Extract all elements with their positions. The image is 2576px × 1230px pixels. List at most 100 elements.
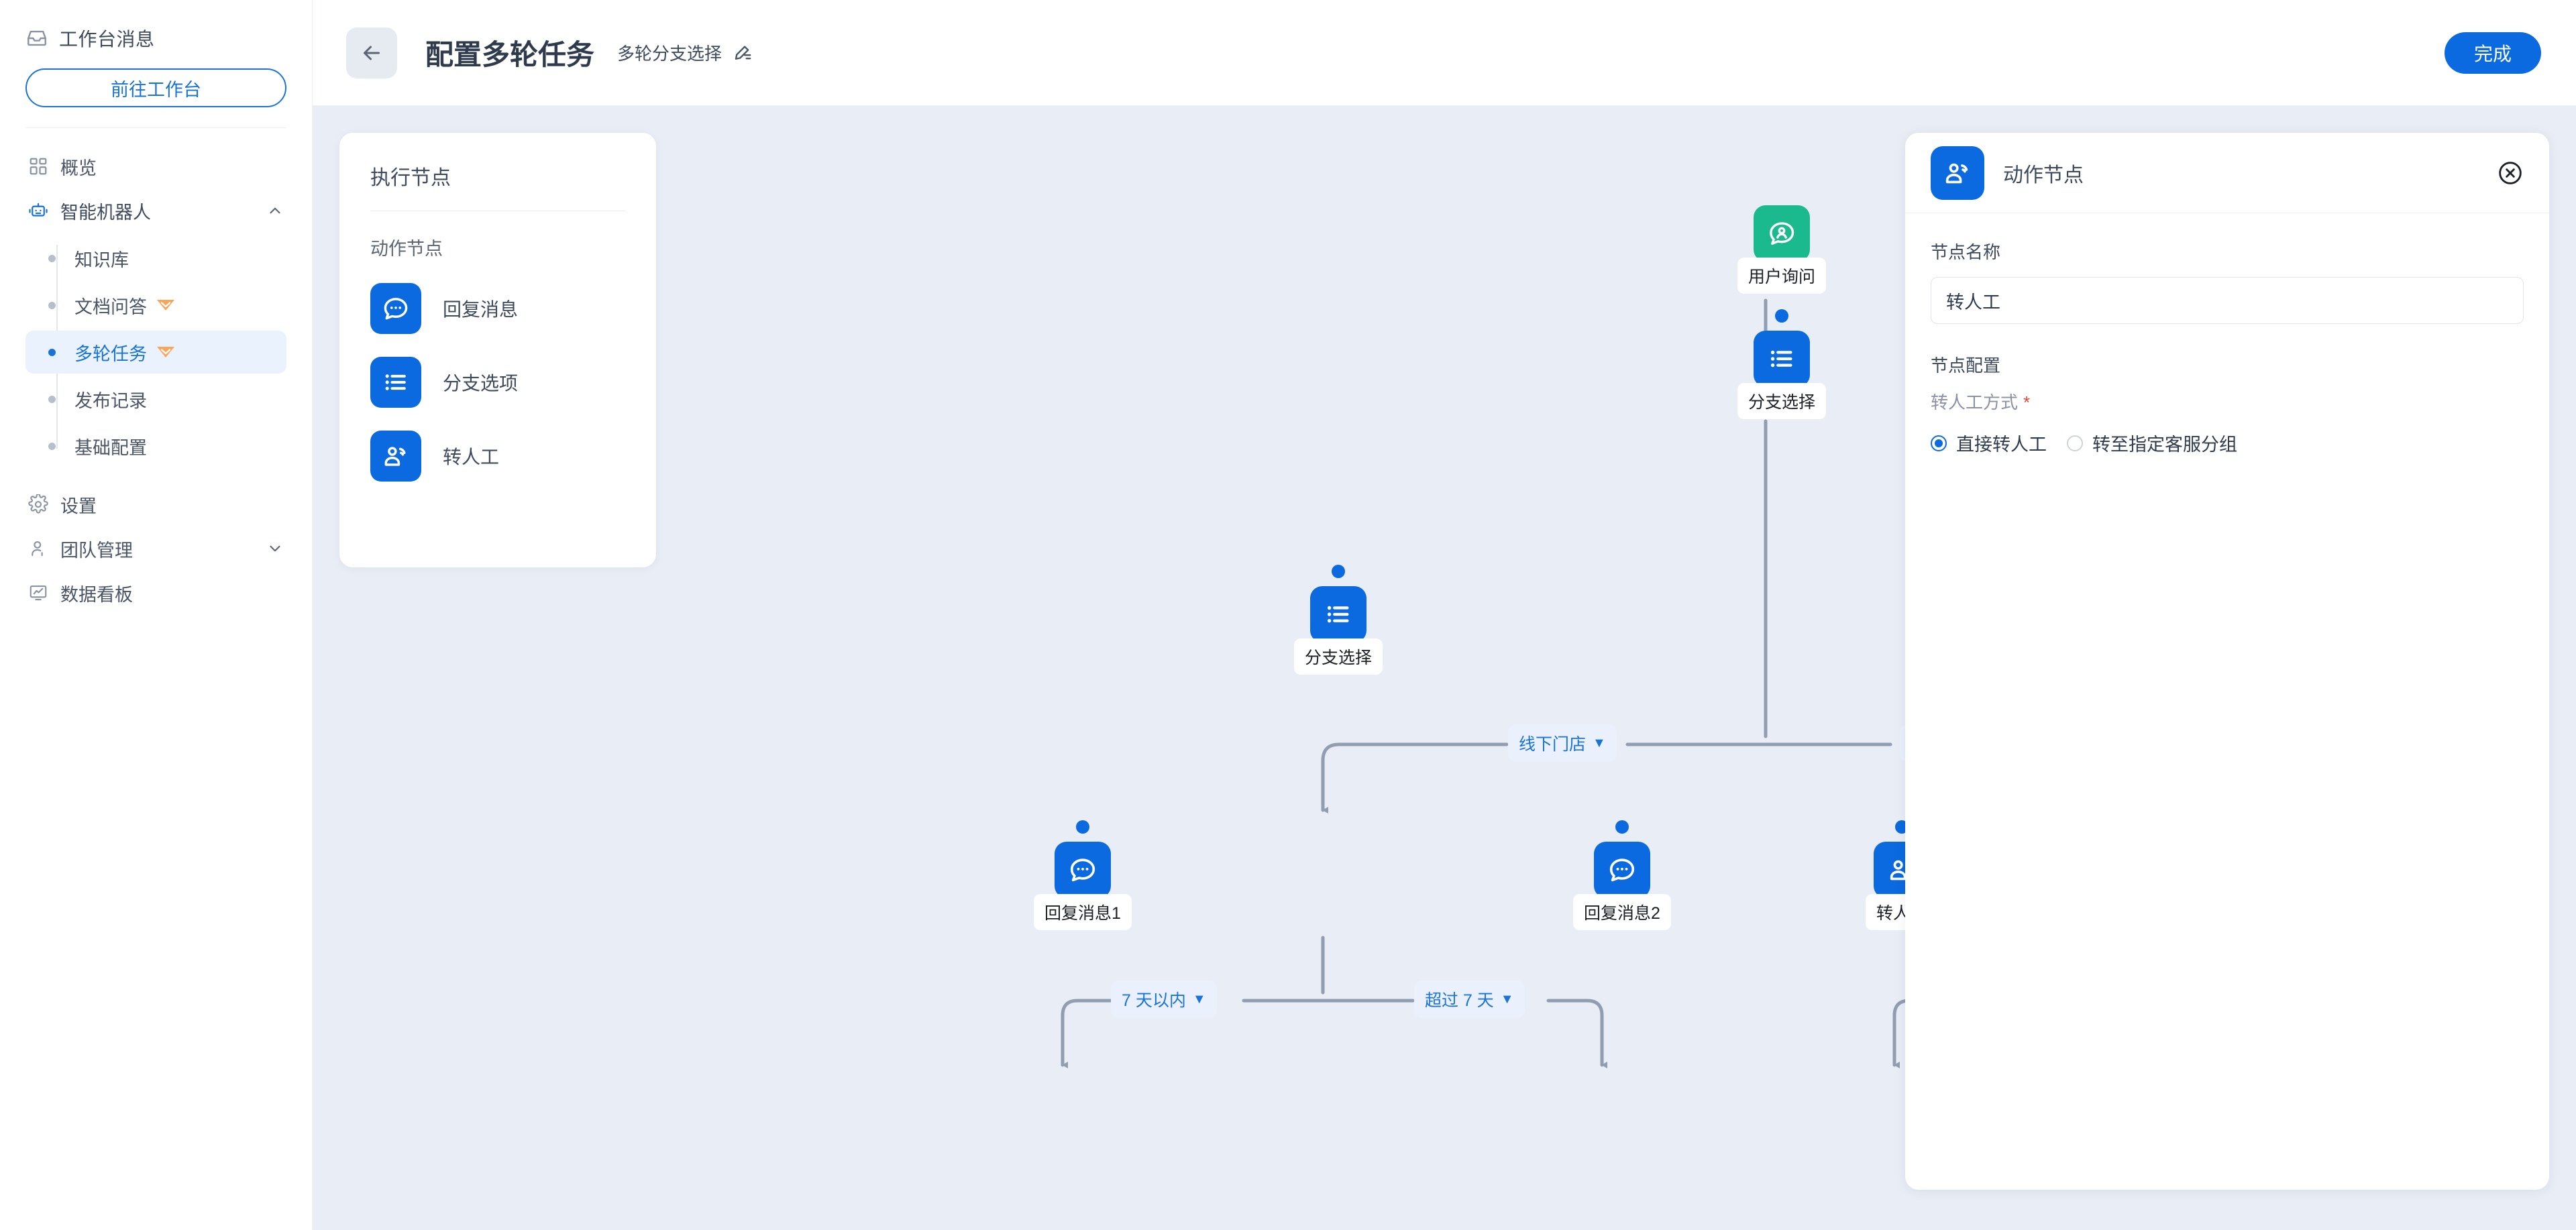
list-icon: [1310, 586, 1366, 642]
node-port[interactable]: [1615, 820, 1629, 834]
palette-item-transfer-agent[interactable]: 转人工: [370, 431, 625, 482]
chat-bubble-icon: [370, 283, 421, 334]
chat-bubble-icon: [1593, 842, 1650, 898]
sidebar-item-settings[interactable]: 设置: [17, 482, 294, 526]
branch-label-over-7-days[interactable]: 超过 7 天 ▼: [1414, 981, 1525, 1018]
branch-label-text: 线下门店: [1519, 735, 1587, 754]
node-port[interactable]: [1894, 820, 1909, 834]
sidebar-divider: [25, 127, 286, 128]
node-port[interactable]: [1332, 565, 1345, 578]
sidebar-item-multi-round-task-label: 多轮任务: [74, 343, 147, 364]
sidebar-item-basic-config-label: 基础配置: [74, 437, 147, 458]
bullet-icon: [48, 442, 56, 450]
sidebar-nav: 概览 智能机器人: [17, 144, 294, 615]
flow-node-reply-message-1[interactable]: 回复消息1: [1034, 820, 1132, 930]
bullet-icon: [48, 348, 56, 356]
main-area: 配置多轮任务 多轮分支选择 完成 执行节点 动作节点: [313, 0, 2576, 1230]
flow-node-label: 用户询问: [1737, 258, 1827, 294]
sidebar-item-smart-robot[interactable]: 智能机器人: [17, 188, 294, 233]
chevron-down-icon[interactable]: [266, 540, 284, 557]
transfer-method-text: 转人工方式: [1931, 392, 2019, 412]
gear-icon: [28, 494, 48, 514]
bullet-icon: [48, 395, 56, 403]
transfer-method-label: 转人工方式*: [1931, 389, 2524, 414]
config-panel-title: 动作节点: [2003, 164, 2084, 186]
palette-title: 执行节点: [370, 167, 451, 189]
sidebar-item-publish-records-label: 发布记录: [74, 390, 147, 411]
radio-transfer-to-group-label: 转至指定客服分组: [2092, 435, 2237, 455]
sidebar-item-team-management-label: 团队管理: [60, 540, 133, 561]
list-icon: [370, 357, 421, 408]
config-panel-header: 动作节点: [1905, 133, 2549, 213]
palette-item-branch-options-label: 分支选项: [443, 373, 519, 394]
caret-down-icon: ▼: [1500, 992, 1514, 1007]
sidebar-item-knowledge-base[interactable]: 知识库: [25, 237, 286, 280]
sidebar-item-overview[interactable]: 概览: [17, 144, 294, 188]
sidebar-item-basic-config[interactable]: 基础配置: [25, 425, 286, 467]
sidebar-subnav: 知识库 文档问答 多轮任务: [17, 233, 294, 471]
palette-item-reply-message-label: 回复消息: [443, 299, 519, 320]
node-palette: 执行节点 动作节点 回复消息: [339, 133, 656, 567]
chevron-up-icon[interactable]: [266, 202, 284, 219]
branch-label-offline-store[interactable]: 线下门店 ▼: [1508, 724, 1617, 762]
palette-item-branch-options[interactable]: 分支选项: [370, 357, 625, 408]
node-config-panel: 动作节点 节点名称 节点配置 转人工方式*: [1905, 133, 2549, 1190]
sidebar-item-doc-qa[interactable]: 文档问答: [25, 284, 286, 327]
goto-workbench-button[interactable]: 前往工作台: [25, 68, 286, 107]
caret-down-icon: ▼: [1593, 736, 1606, 750]
radio-direct-transfer-label: 直接转人工: [1956, 435, 2047, 455]
branch-label-text: 7 天以内: [1122, 991, 1186, 1010]
bullet-icon: [48, 254, 56, 262]
node-port[interactable]: [1075, 820, 1089, 834]
node-port[interactable]: [1775, 309, 1788, 323]
goto-workbench-label: 前往工作台: [111, 79, 201, 100]
vip-badge-icon: [155, 344, 176, 360]
sidebar-item-publish-records[interactable]: 发布记录: [25, 378, 286, 421]
done-button[interactable]: 完成: [2444, 32, 2541, 74]
node-config-section-title: 节点配置: [1931, 355, 2001, 376]
sidebar-item-overview-label: 概览: [60, 158, 97, 178]
sidebar-item-settings-label: 设置: [60, 496, 97, 516]
radio-direct-transfer[interactable]: 直接转人工: [1931, 430, 2047, 456]
page-subtitle: 多轮分支选择: [617, 44, 722, 64]
radio-mark-icon: [1931, 435, 1947, 451]
robot-icon: [28, 201, 48, 221]
transfer-method-radio-group: 直接转人工 转至指定客服分组: [1931, 430, 2524, 456]
flow-canvas[interactable]: 执行节点 动作节点 回复消息: [313, 106, 2576, 1230]
flow-node-label: 回复消息2: [1573, 894, 1671, 930]
page-title: 配置多轮任务: [425, 39, 595, 70]
branch-label-within-7-days[interactable]: 7 天以内 ▼: [1111, 981, 1217, 1018]
flow-node-branch-select-root[interactable]: 分支选择: [1737, 309, 1827, 419]
flow-node-user-inquiry[interactable]: 用户询问: [1737, 205, 1827, 294]
agent-handoff-icon: [1931, 146, 1984, 200]
back-button[interactable]: [346, 27, 397, 78]
grid-icon: [28, 156, 48, 176]
sidebar-item-workbench-messages[interactable]: 工作台消息: [17, 17, 294, 59]
flow-node-label: 回复消息1: [1034, 894, 1132, 930]
flow-node-branch-select-left[interactable]: 分支选择: [1294, 565, 1383, 675]
sidebar-item-smart-robot-label: 智能机器人: [60, 202, 151, 223]
flow-node-label: 分支选择: [1294, 638, 1383, 675]
inbox-icon: [25, 27, 48, 50]
list-icon: [1754, 331, 1810, 387]
sidebar-item-data-dashboard-label: 数据看板: [60, 584, 133, 605]
node-name-label: 节点名称: [1931, 242, 2001, 262]
close-circle-icon[interactable]: [2497, 160, 2524, 186]
palette-item-reply-message[interactable]: 回复消息: [370, 283, 625, 334]
caret-down-icon: ▼: [1192, 992, 1206, 1007]
sidebar-item-team-management[interactable]: 团队管理: [17, 526, 294, 571]
dashboard-icon: [28, 583, 48, 603]
sidebar-item-multi-round-task[interactable]: 多轮任务: [25, 331, 286, 374]
radio-transfer-to-group[interactable]: 转至指定客服分组: [2067, 430, 2237, 456]
pencil-icon[interactable]: [733, 43, 753, 63]
required-asterisk: *: [2023, 392, 2031, 412]
vip-badge-icon: [155, 297, 176, 313]
config-panel-body: 节点名称 节点配置 转人工方式* 直接转人工 转至指定客服分组: [1905, 213, 2549, 456]
node-name-input[interactable]: [1931, 277, 2524, 324]
sidebar: 工作台消息 前往工作台 概览: [0, 0, 313, 1230]
sidebar-item-data-dashboard[interactable]: 数据看板: [17, 571, 294, 615]
flow-node-label: 分支选择: [1737, 383, 1827, 419]
flow-node-reply-message-2[interactable]: 回复消息2: [1573, 820, 1671, 930]
page-header: 配置多轮任务 多轮分支选择 完成: [313, 0, 2576, 106]
chat-bubble-icon: [1054, 842, 1111, 898]
